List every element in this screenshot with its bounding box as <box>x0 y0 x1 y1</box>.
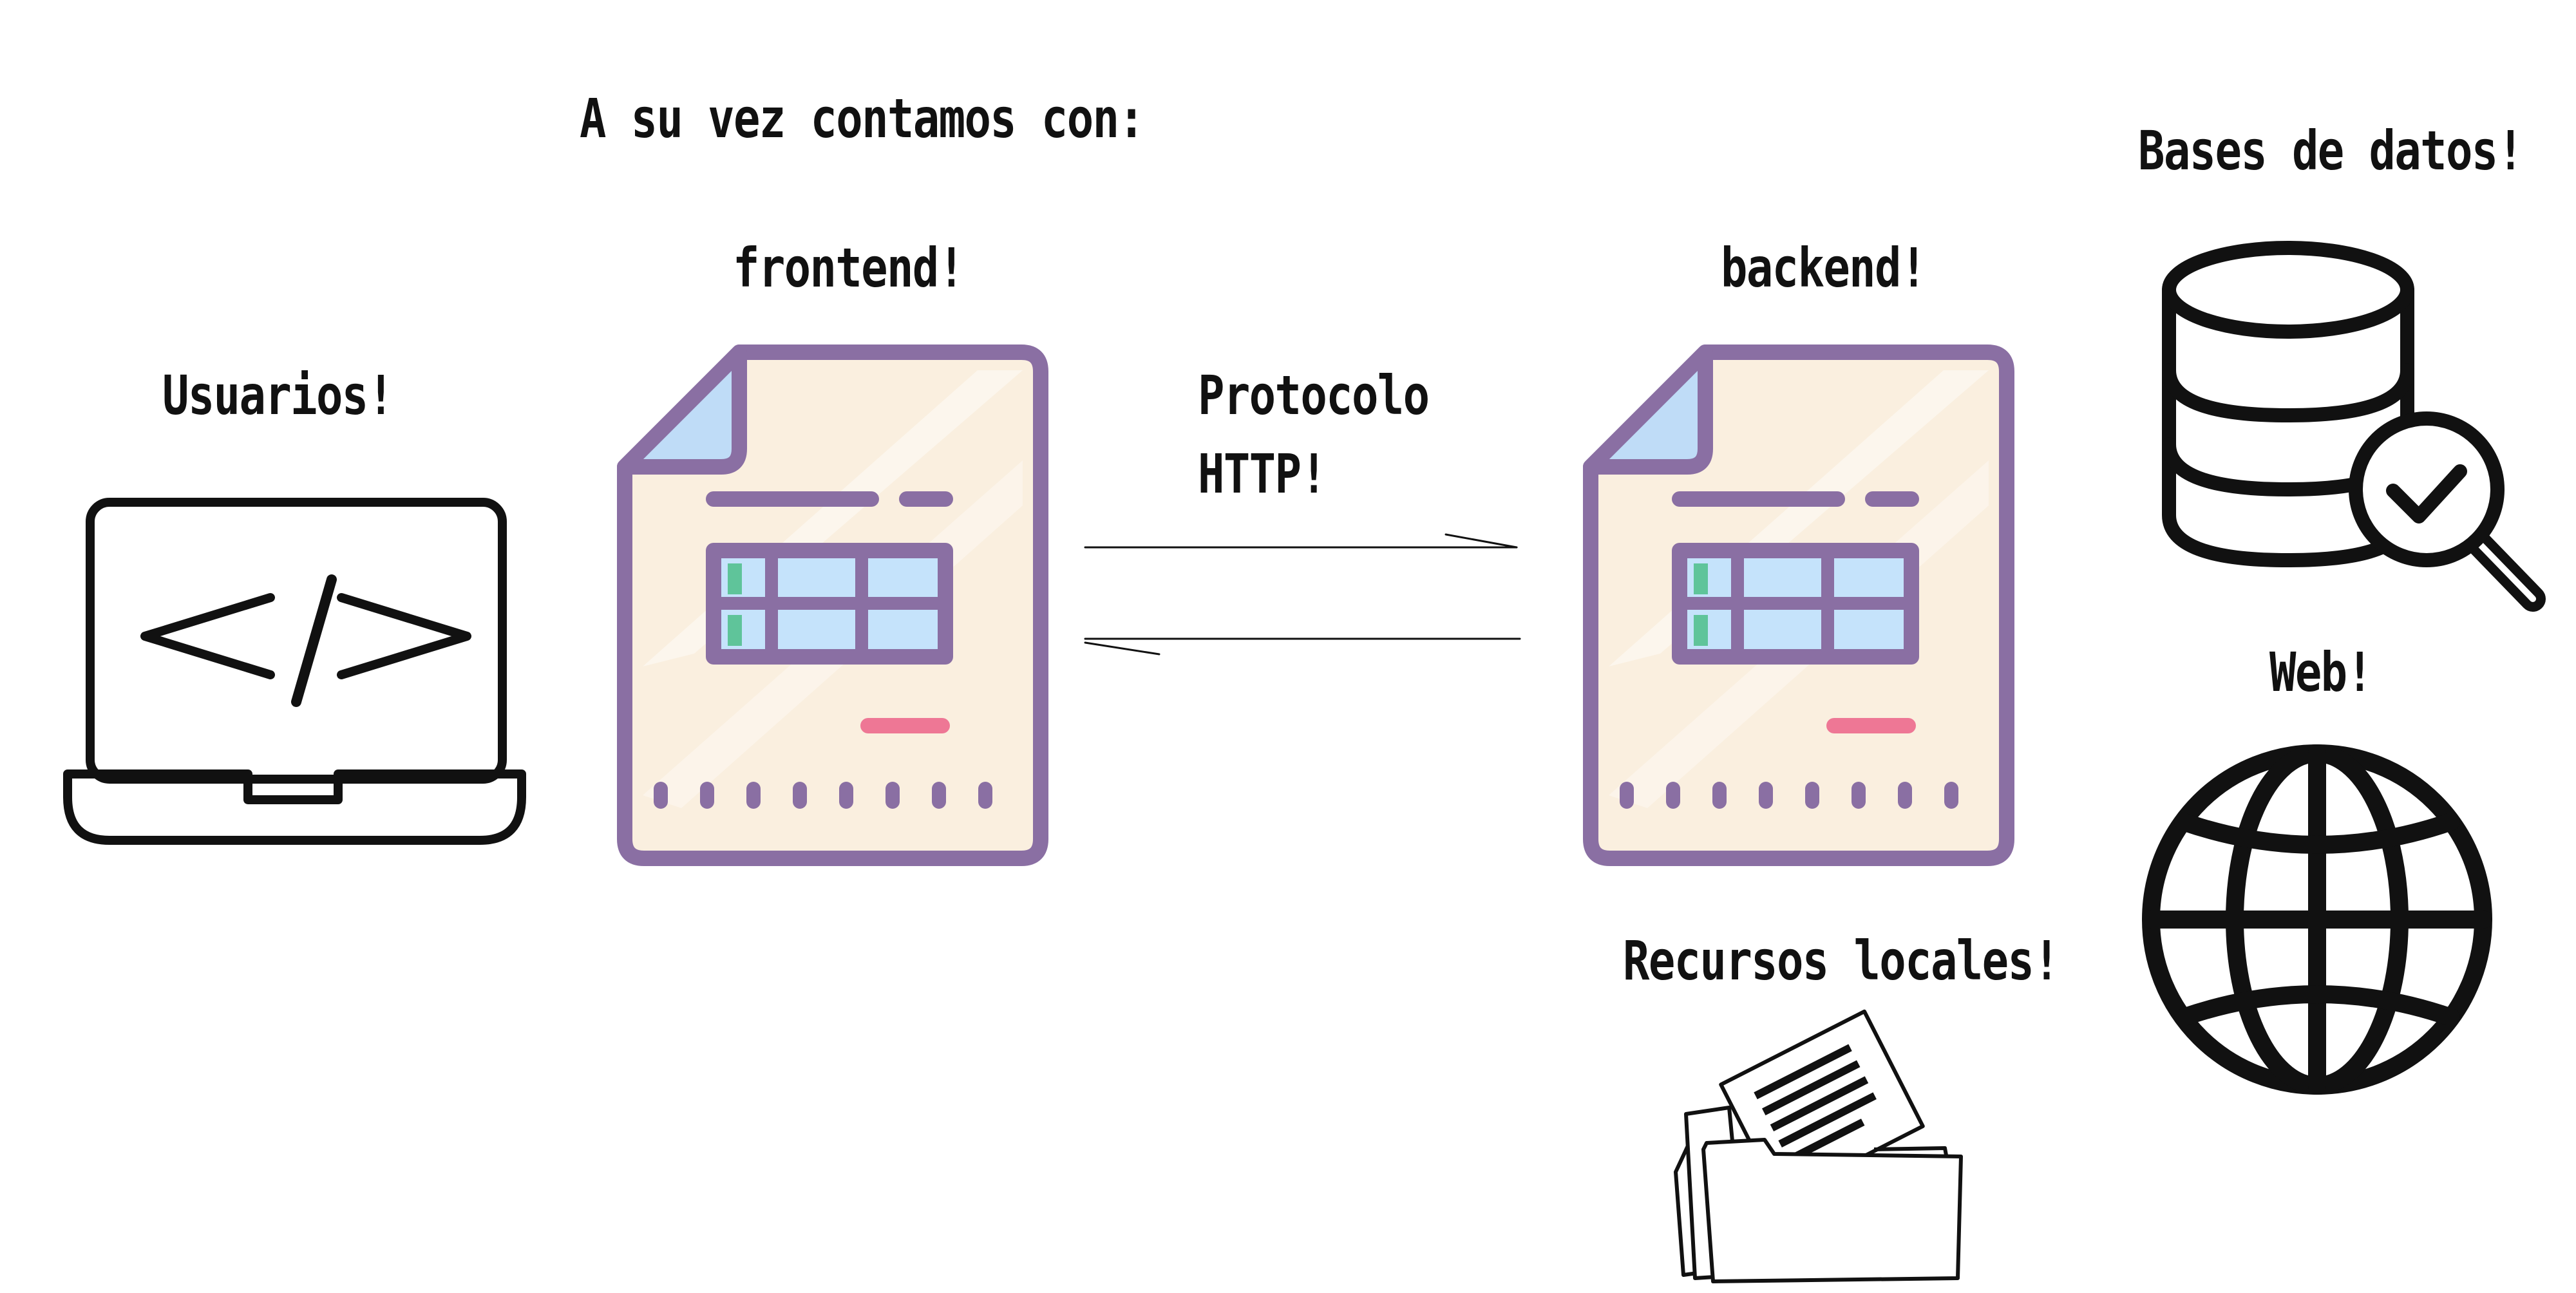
backend-document-icon <box>1583 344 2014 866</box>
web-label: Web! <box>2269 641 2373 704</box>
bases-datos-label: Bases de datos! <box>2138 119 2524 182</box>
folder-documents-icon <box>1668 1009 1977 1288</box>
recursos-locales-label: Recursos locales! <box>1623 929 2060 992</box>
response-arrowhead <box>1084 641 1160 656</box>
database-search-icon <box>2150 232 2562 644</box>
frontend-document-icon <box>617 344 1048 866</box>
http-arrows <box>1075 528 1526 670</box>
laptop-code-icon <box>58 489 535 850</box>
request-arrowhead <box>1444 533 1518 549</box>
globe-icon <box>2137 739 2497 1100</box>
usuarios-label: Usuarios! <box>162 364 394 427</box>
protocol-label-line2: HTTP! <box>1198 442 1327 505</box>
frontend-label: frontend! <box>733 236 965 299</box>
backend-label: backend! <box>1721 236 1927 299</box>
header-text: A su vez contamos con: <box>580 87 1145 150</box>
protocol-label-line1: Protocolo <box>1198 364 1430 427</box>
